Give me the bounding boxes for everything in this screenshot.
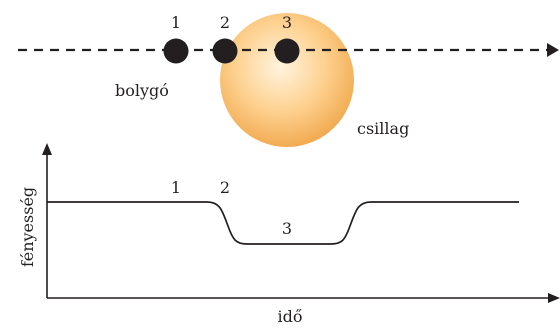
x-axis-arrowhead <box>548 293 560 303</box>
transit-scene: 1 2 3 bolygó csillag <box>18 13 559 147</box>
x-axis-label: idő <box>278 307 303 326</box>
star <box>220 13 354 147</box>
planet-position-3 <box>274 38 300 64</box>
curve-point-label-1: 1 <box>171 178 181 197</box>
light-curve-graph: 1 2 3 fényesség idő <box>18 143 560 326</box>
position-label-2: 2 <box>220 13 230 32</box>
y-axis-label: fényesség <box>18 187 37 267</box>
position-label-1: 1 <box>171 13 181 32</box>
planet-position-2 <box>212 38 238 64</box>
planet-label: bolygó <box>115 81 169 100</box>
position-label-3: 3 <box>282 13 292 32</box>
curve-point-label-3: 3 <box>282 219 292 238</box>
star-label: csillag <box>357 119 409 138</box>
curve-point-label-2: 2 <box>220 178 230 197</box>
planet-position-1 <box>163 38 189 64</box>
light-curve <box>47 201 519 245</box>
y-axis-arrowhead <box>42 143 52 155</box>
orbit-arrowhead <box>547 43 559 57</box>
